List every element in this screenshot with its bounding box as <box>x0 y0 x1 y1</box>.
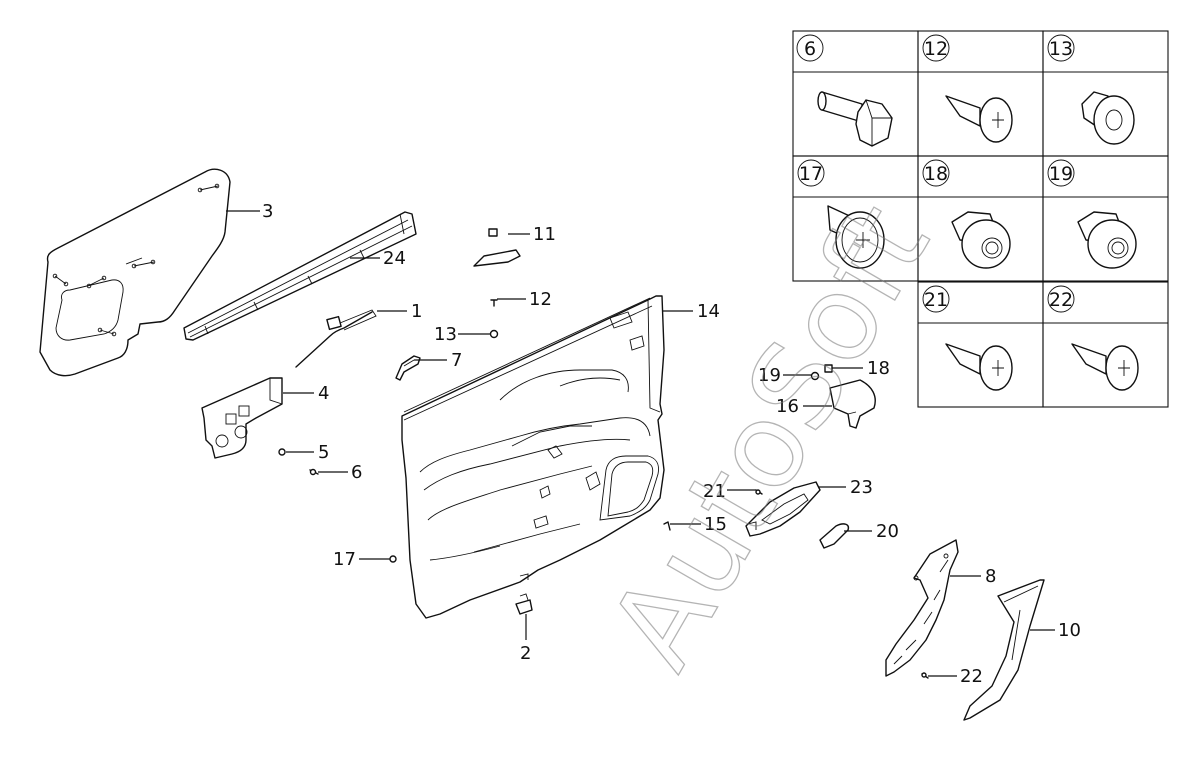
grommet-19-icon <box>1077 211 1137 269</box>
callout-10: 10 <box>1058 620 1081 641</box>
callout-23: 23 <box>850 477 873 498</box>
callout-8: 8 <box>985 566 996 587</box>
table-label-12: 12 <box>924 38 948 60</box>
part-24-belt-moulding <box>183 211 417 341</box>
part-12-clip <box>490 299 498 307</box>
part-6-bolt <box>309 468 319 476</box>
grommet-18-icon <box>951 211 1011 269</box>
callout-5: 5 <box>318 442 329 463</box>
part-3-insulation-panel <box>39 168 231 377</box>
callout-12: 12 <box>529 289 552 310</box>
part-20-cap <box>819 523 850 549</box>
part-23-handle-bezel <box>745 481 821 537</box>
part-21-screw <box>755 489 763 495</box>
callout-3: 3 <box>262 201 273 222</box>
part-10-trim-strip <box>963 579 1045 721</box>
callout-11: 11 <box>533 224 556 245</box>
callout-2: 2 <box>520 643 531 664</box>
push-pin-12-icon <box>945 95 1013 143</box>
callout-24: 24 <box>383 248 406 269</box>
callout-1: 1 <box>411 301 422 322</box>
fastener-table: 6 12 13 17 18 19 21 22 <box>792 30 1169 408</box>
bolt-6-icon <box>817 91 893 147</box>
part-2-clip <box>515 593 533 615</box>
table-label-19: 19 <box>1049 163 1073 185</box>
callout-16: 16 <box>776 396 799 417</box>
part-4-switch-panel <box>201 377 283 459</box>
part-7-bracket <box>395 355 421 381</box>
part-13-clip <box>489 329 499 339</box>
callout-17: 17 <box>333 549 356 570</box>
table-label-17: 17 <box>799 163 823 185</box>
callout-22: 22 <box>960 666 983 687</box>
table-label-13: 13 <box>1049 38 1073 60</box>
table-label-21: 21 <box>924 289 948 311</box>
callout-14: 14 <box>697 301 720 322</box>
part-22-screw <box>921 672 929 679</box>
push-pin-22-icon <box>1071 343 1139 391</box>
table-label-18: 18 <box>924 163 948 185</box>
part-11-pad <box>473 228 521 267</box>
part-19-nut <box>810 371 820 381</box>
callout-15: 15 <box>704 514 727 535</box>
part-14-door-trim-panel <box>401 295 665 619</box>
callout-19: 19 <box>758 365 781 386</box>
push-pin-21-icon <box>945 343 1013 391</box>
callout-7: 7 <box>451 350 462 371</box>
push-rivet-17-icon <box>827 205 885 269</box>
part-5-screw <box>278 448 286 456</box>
table-label-22: 22 <box>1049 289 1073 311</box>
part-16-cover <box>829 379 876 429</box>
callout-21: 21 <box>703 481 726 502</box>
callout-4: 4 <box>318 383 329 404</box>
part-8-armrest-bracket <box>885 539 959 677</box>
callout-13: 13 <box>434 324 457 345</box>
part-15-clip <box>663 521 671 531</box>
clip-nut-13-icon <box>1081 91 1135 145</box>
part-1-wire-harness <box>295 309 377 368</box>
callout-18: 18 <box>867 358 890 379</box>
callout-labels: 3 24 1 11 12 13 14 7 4 5 6 17 2 19 18 16 <box>226 201 1081 687</box>
table-label-6: 6 <box>804 38 816 60</box>
callout-6: 6 <box>351 462 362 483</box>
callout-20: 20 <box>876 521 899 542</box>
part-17-fastener <box>389 555 397 563</box>
